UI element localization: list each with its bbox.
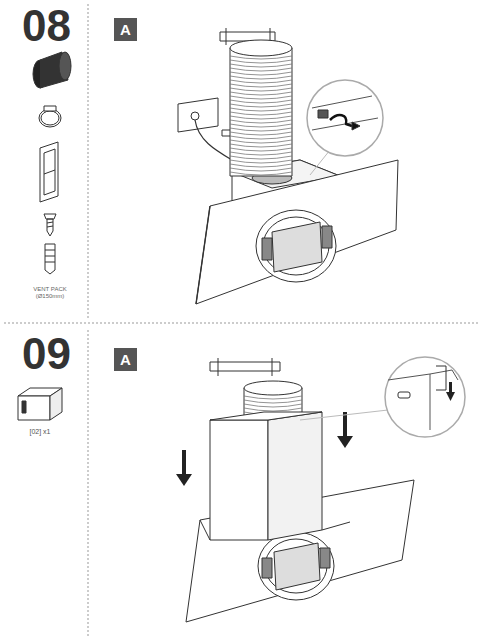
hose-clamp-icon — [39, 106, 61, 127]
flexible-duct-icon — [33, 52, 71, 88]
part-quantity: [02] x1 — [29, 428, 50, 436]
divider-line — [88, 330, 89, 638]
panel-letter: A — [120, 21, 131, 38]
step-number: 08 — [22, 2, 71, 50]
mounting-bracket — [210, 358, 280, 376]
chimney-cover-icon — [18, 388, 62, 420]
down-arrow — [176, 412, 353, 486]
screw-icon — [44, 214, 56, 236]
chimney-cover — [200, 412, 350, 540]
panel-letter: A — [120, 351, 131, 368]
detail-magnifier — [300, 357, 465, 437]
flexible-duct — [230, 40, 292, 176]
detail-magnifier — [307, 80, 383, 175]
step-number: 09 — [22, 330, 71, 378]
glass-panel — [196, 160, 398, 304]
panel-badge: A — [114, 348, 137, 371]
vent-flap-icon — [40, 142, 58, 202]
divider-line — [88, 4, 89, 318]
wall-plug-icon — [45, 244, 55, 274]
part-name: VENT PACK (Ø150mm) — [33, 286, 67, 299]
panel-badge: A — [114, 18, 137, 41]
divider-line — [4, 323, 480, 324]
